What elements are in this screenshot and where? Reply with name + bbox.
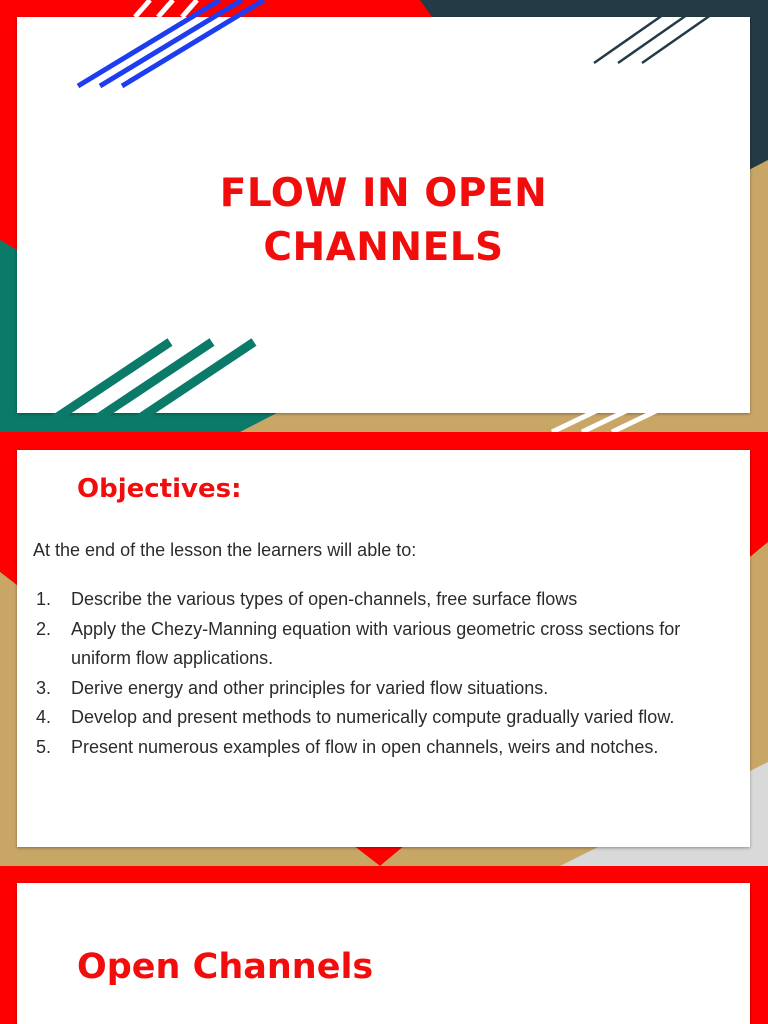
slide-open-channels: Open Channels	[0, 866, 768, 1024]
slide-title-text: FLOW IN OPEN CHANNELS	[17, 167, 750, 275]
open-channels-card: Open Channels	[17, 883, 750, 1024]
list-item: 3. Derive energy and other principles fo…	[33, 674, 738, 704]
list-item-number: 4.	[36, 707, 52, 727]
open-channels-heading: Open Channels	[77, 947, 374, 987]
slide-objectives: Objectives: At the end of the lesson the…	[0, 432, 768, 866]
title-line-2: CHANNELS	[263, 225, 504, 270]
title-card: FLOW IN OPEN CHANNELS	[17, 17, 750, 413]
objectives-card: Objectives: At the end of the lesson the…	[17, 450, 750, 847]
slide-title: FLOW IN OPEN CHANNELS	[0, 0, 768, 432]
list-item-text: Develop and present methods to numerical…	[71, 707, 675, 727]
list-item-text: Present numerous examples of flow in ope…	[71, 736, 659, 757]
list-item-text: Derive energy and other principles for v…	[71, 677, 549, 698]
objectives-list: 1. Describe the various types of open-ch…	[33, 585, 738, 762]
list-item-text: Apply the Chezy-Manning equation with va…	[71, 618, 681, 669]
list-item-number: 2.	[36, 618, 52, 639]
list-item: 2. Apply the Chezy-Manning equation with…	[33, 615, 738, 674]
title-line-1: FLOW IN OPEN	[219, 171, 548, 216]
list-item-number: 3.	[36, 677, 52, 698]
objectives-intro: At the end of the lesson the learners wi…	[33, 540, 417, 560]
list-item: 4. Develop and present methods to numeri…	[33, 703, 738, 733]
list-item-text: Describe the various types of open-chann…	[71, 589, 578, 609]
list-item-number: 1.	[36, 589, 52, 609]
objectives-heading: Objectives:	[77, 474, 242, 504]
list-item: 5. Present numerous examples of flow in …	[33, 733, 738, 763]
decorative-stripes	[35, 0, 719, 432]
list-item-number: 5.	[36, 736, 52, 757]
list-item: 1. Describe the various types of open-ch…	[33, 585, 738, 615]
